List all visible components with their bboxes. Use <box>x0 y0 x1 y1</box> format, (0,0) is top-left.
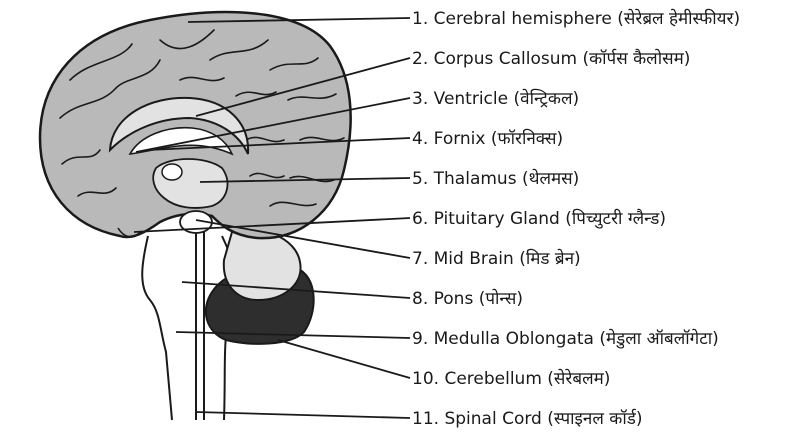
label-1: 1. Cerebral hemisphere (सेरेब्रल हेमीस्फ… <box>412 8 740 29</box>
label-2: 2. Corpus Callosum (कॉर्पस कैलोसम) <box>412 48 690 69</box>
leader-line-11 <box>196 412 410 418</box>
label-9: 9. Medulla Oblongata (मेडुला ऑबलॉगेटा) <box>412 328 719 349</box>
label-8: 8. Pons (पोन्स) <box>412 288 523 309</box>
label-list: 1. Cerebral hemisphere (सेरेब्रल हेमीस्फ… <box>412 8 740 429</box>
label-10: 10. Cerebellum (सेरेबलम) <box>412 368 610 389</box>
label-3: 3. Ventricle (वेन्ट्रिकल) <box>412 88 579 109</box>
mid-brain-shape <box>162 164 182 180</box>
leader-line-10 <box>278 340 410 378</box>
label-11: 11. Spinal Cord (स्पाइनल कॉर्ड) <box>412 408 642 429</box>
label-5: 5. Thalamus (थेलमस) <box>412 168 579 189</box>
label-7: 7. Mid Brain (मिड ब्रेन) <box>412 248 581 269</box>
spinal-cord-center <box>196 226 204 420</box>
label-4: 4. Fornix (फॉरनिक्स) <box>412 128 563 149</box>
label-6: 6. Pituitary Gland (पिच्युटरी ग्लैन्ड) <box>412 208 666 229</box>
